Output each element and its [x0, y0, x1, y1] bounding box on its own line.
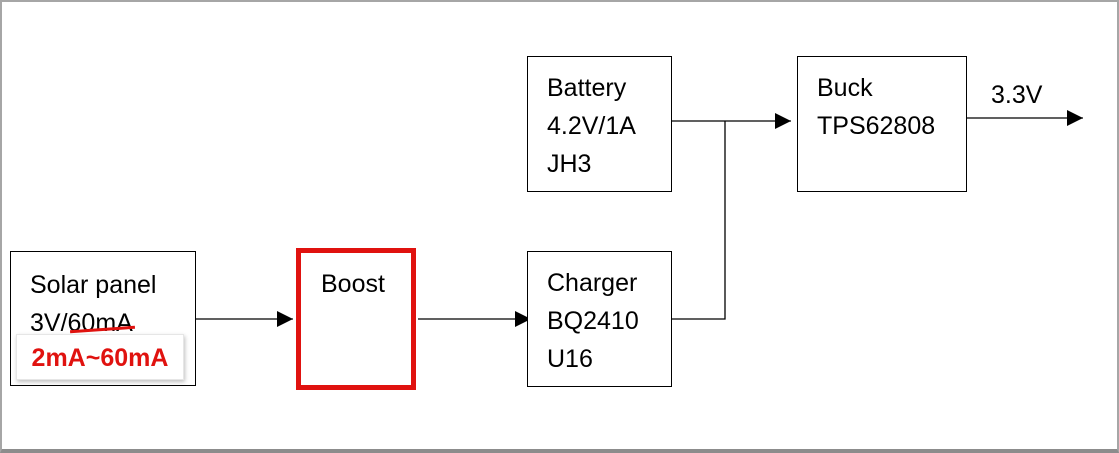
- charger-title: Charger: [547, 269, 638, 297]
- solar-current-annotation: 2mA~60mA: [16, 334, 184, 380]
- buck-title: Buck: [817, 74, 873, 102]
- battery-rating: 4.2V/1A: [547, 112, 636, 140]
- buck-part: TPS62808: [817, 112, 936, 140]
- boost-block: Boost: [296, 248, 416, 390]
- wire-charger-to-junction: [671, 121, 726, 320]
- charger-block: Charger BQ2410 U16: [527, 251, 672, 387]
- charger-ref: U16: [547, 345, 593, 373]
- battery-ref: JH3: [547, 150, 592, 178]
- solar-panel-rating: 3V/60mA: [30, 304, 195, 342]
- solar-panel-title: Solar panel: [30, 271, 157, 299]
- solar-voltage: 3V/: [30, 309, 68, 337]
- battery-title: Battery: [547, 74, 627, 102]
- battery-block: Battery 4.2V/1A JH3: [527, 56, 672, 192]
- solar-current-struck: 60mA: [67, 309, 133, 337]
- buck-block: Buck TPS62808: [797, 56, 967, 192]
- charger-part: BQ2410: [547, 307, 639, 335]
- boost-label: Boost: [321, 270, 385, 298]
- output-voltage-label: 3.3V: [991, 81, 1043, 109]
